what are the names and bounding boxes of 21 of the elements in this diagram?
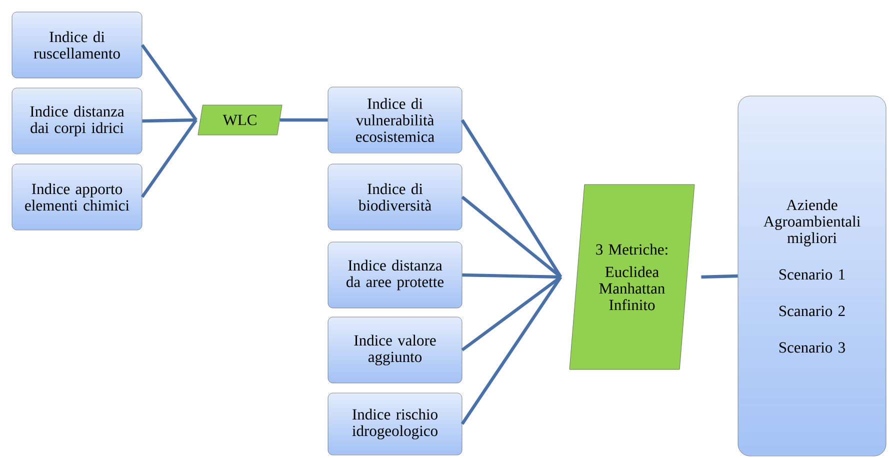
index-box: Indice di vulnerabilità ecosistemica (328, 86, 462, 154)
index-box: Indice distanza da aree protette (328, 242, 462, 308)
connector-line (461, 196, 562, 278)
result-panel: Aziende Agroambientali migliori Scenario 1 Scanario 2 Scenario 3 (738, 96, 886, 456)
connector-line (461, 276, 562, 352)
connector-line (460, 119, 562, 278)
index-box: Indice distanza dai corpi idrici (12, 88, 142, 154)
connector-line (460, 276, 562, 425)
index-box: Indice apporto elementi chimici (12, 164, 142, 230)
connector-line (701, 274, 738, 279)
index-box: Indice valore aggiunto (328, 316, 462, 384)
index-box: Indice di ruscellamento (12, 12, 142, 78)
connector-line (140, 119, 198, 198)
connector-line (142, 118, 196, 123)
index-box: Indice di biodiversità (328, 164, 462, 230)
connector-line (462, 273, 561, 279)
connector-line (280, 118, 328, 122)
process-parallelogram: WLC (198, 104, 282, 136)
index-box: Indice rischio idrogeologico (328, 392, 462, 456)
connector-line (140, 44, 198, 121)
process-parallelogram: 3 Metriche: Euclidea Manhattan Infinito (569, 184, 695, 370)
